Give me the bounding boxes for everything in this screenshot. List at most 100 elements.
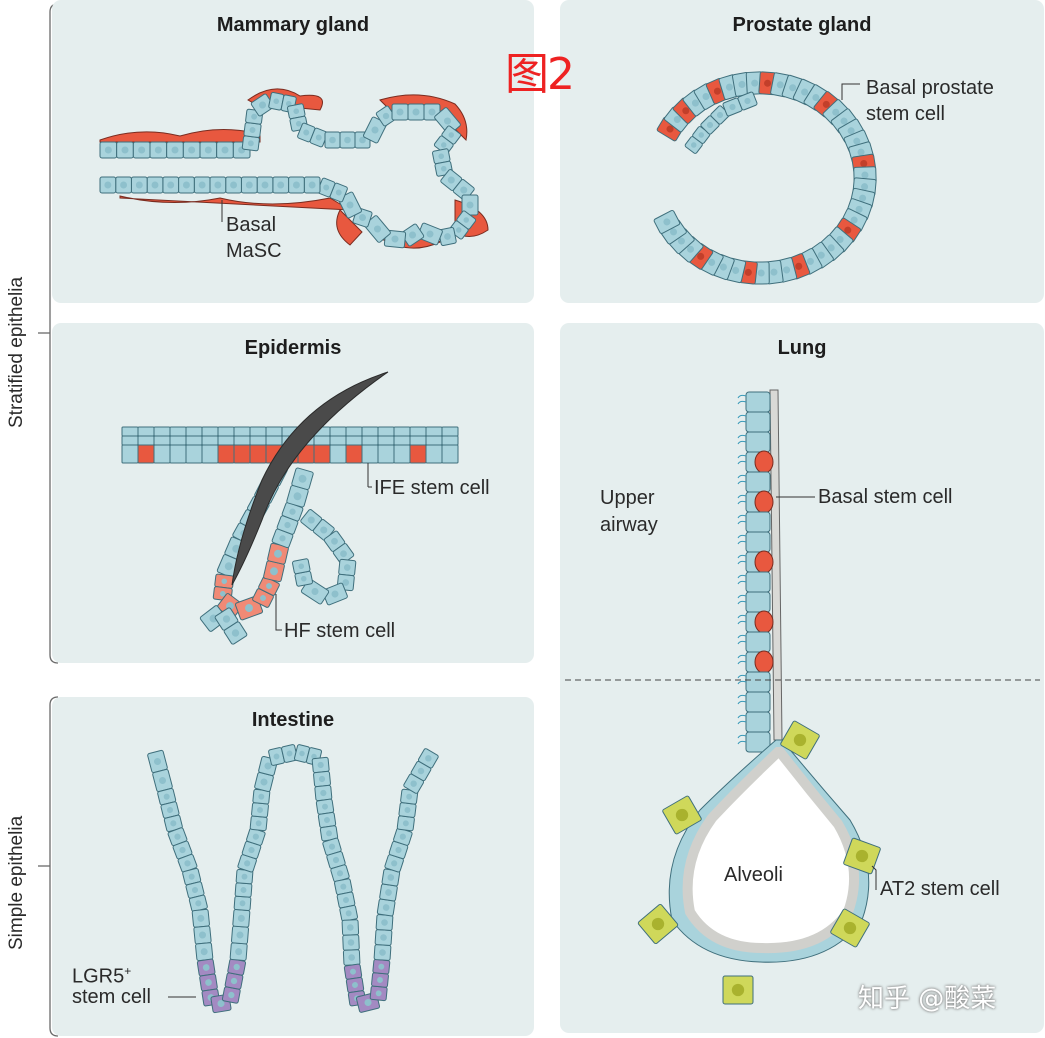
nucleus [331, 537, 338, 545]
nucleus [198, 931, 207, 939]
lgr5-superscript: + [124, 964, 132, 978]
follicle-cell [281, 501, 304, 522]
nucleus [158, 776, 167, 785]
nucleus [460, 186, 468, 194]
cilia [737, 514, 747, 525]
intestinal-cell [311, 756, 330, 774]
nucleus [336, 870, 344, 877]
nucleus [719, 263, 727, 271]
nucleus [245, 181, 253, 189]
nucleus [245, 604, 253, 612]
follicle-cell [258, 576, 280, 596]
nucleus [252, 833, 259, 840]
nucleus [198, 181, 206, 189]
nucleus [380, 934, 387, 941]
nucleus [257, 807, 263, 813]
mammary-cell [250, 93, 275, 117]
nucleus [708, 258, 716, 266]
intestinal-cell [341, 919, 360, 936]
nucleus [412, 108, 420, 116]
nucleus [228, 991, 235, 999]
mammary-luminal-cells [99, 92, 479, 249]
nucleus [320, 526, 328, 534]
nucleus [298, 474, 307, 483]
nucleus [373, 225, 382, 233]
nucleus [651, 917, 665, 931]
cilia [737, 574, 747, 585]
epidermal-cell [441, 444, 459, 464]
nucleus [408, 231, 417, 239]
nucleus [347, 924, 354, 931]
nucleus [284, 521, 291, 529]
nucleus [308, 181, 316, 189]
intestinal-cell [376, 898, 396, 917]
nucleus [292, 181, 300, 189]
nucleus [350, 968, 356, 975]
follicle-cell [286, 484, 309, 508]
nucleus [230, 977, 238, 985]
nucleus [425, 755, 432, 762]
mammary-cell [364, 215, 391, 243]
nucleus [793, 733, 807, 747]
nucleus [320, 789, 327, 797]
lgr5-label: LGR5+ [72, 964, 132, 988]
nucleus [258, 101, 267, 109]
nucleus [236, 931, 244, 939]
nucleus [675, 808, 689, 822]
intestinal-crypt-villus [147, 744, 439, 1014]
basal-masc-label-2: MaSC [226, 240, 282, 262]
cilia [737, 554, 747, 565]
nucleus [255, 820, 262, 827]
nucleus [286, 750, 293, 757]
nucleus [444, 233, 451, 240]
intestinal-cell [231, 925, 249, 945]
nucleus [463, 217, 469, 223]
nucleus [382, 904, 390, 911]
nucleus [167, 181, 175, 189]
hf-stem-cell-label: HF stem cell [284, 620, 396, 642]
prostate-cell [653, 209, 681, 234]
nucleus [861, 183, 869, 191]
nucleus [764, 79, 772, 87]
intestinal-cell [374, 929, 393, 946]
cilia [737, 654, 747, 665]
nucleus [230, 181, 238, 189]
cilia [737, 434, 747, 445]
sebaceous-cell [292, 558, 311, 575]
nucleus [850, 216, 858, 224]
nucleus [410, 780, 417, 787]
nucleus [345, 910, 352, 917]
nucleus [855, 205, 863, 213]
sebaceous-cell [294, 570, 313, 587]
hair-shaft [231, 371, 389, 586]
intestinal-cell [384, 854, 404, 873]
at2-stem-cell [662, 795, 702, 835]
nucleus [239, 900, 246, 907]
nucleus [677, 237, 685, 245]
nucleus [154, 146, 162, 154]
nucleus [138, 146, 146, 154]
nucleus [311, 587, 319, 596]
cilia [737, 634, 747, 645]
nucleus [378, 963, 385, 970]
epidermal-layers [121, 426, 459, 464]
nucleus [204, 146, 212, 154]
nucleus [456, 227, 462, 233]
upper-airway-label-1: Upper [600, 487, 655, 509]
intestinal-cell [196, 958, 216, 977]
lung-title: Lung [777, 337, 827, 359]
mammary-cell [149, 141, 168, 159]
intestine-title: Intestine [251, 709, 335, 731]
intestinal-cell [330, 864, 350, 883]
nucleus [266, 583, 272, 589]
alveolar-sac [637, 720, 881, 1005]
nucleus [258, 793, 265, 800]
epidermis-title: Epidermis [244, 337, 342, 359]
at2-stem-cell-label: AT2 stem cell [880, 878, 1000, 900]
mammary-cell [209, 176, 227, 194]
nucleus [219, 590, 226, 597]
nucleus [323, 184, 330, 191]
nucleus [670, 228, 678, 236]
